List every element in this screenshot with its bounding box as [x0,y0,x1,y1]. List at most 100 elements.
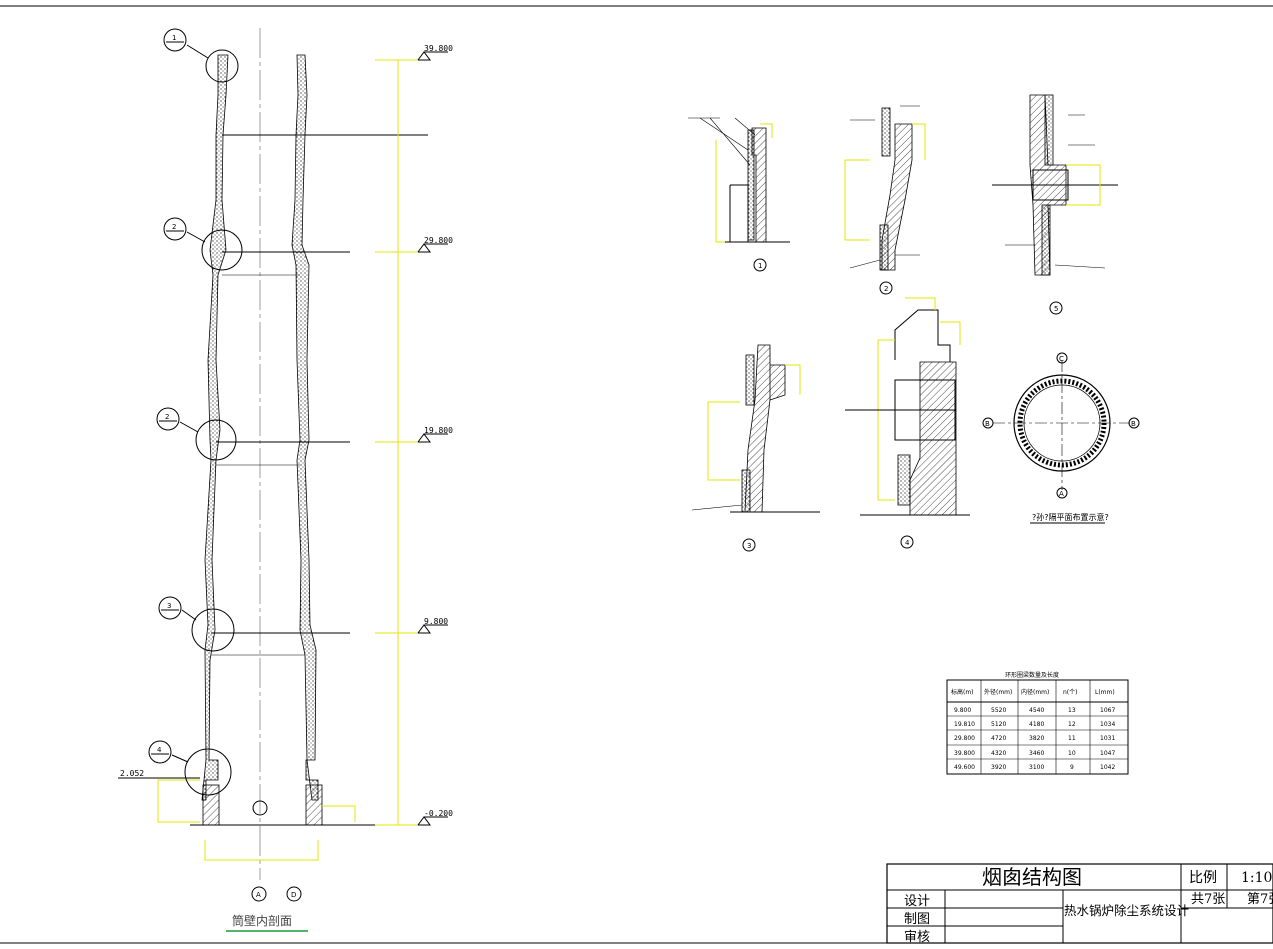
detail-3-lining-bottom [741,469,751,513]
table-cell: 1047 [1100,750,1115,757]
table-row: 29.800 4720 3820 11 1031 [954,735,1115,742]
elev-symbol-1 [417,51,431,61]
detail-3-step [769,364,786,401]
detail-1: 1 [688,117,790,272]
plan-axis-label-b-right: B [1131,420,1136,428]
table-cell: 1034 [1100,721,1115,728]
table-row: 19.810 5120 4180 12 1034 [954,721,1115,728]
elevation-29800: 29.800 [424,236,453,245]
chimney-section: 39.800 29.800 19.800 9.800 -0.200 2.052 [118,28,453,932]
detail-1-leader-b [709,117,751,166]
plan-axis-label-a: A [1059,490,1064,498]
detail-3-number: 3 [747,542,751,550]
elev-symbol-3 [417,433,431,443]
detail-4-number: 4 [905,539,910,547]
elev-symbol-5 [417,816,431,826]
table-title: 环形圈梁数量及长度 [1005,671,1059,679]
axis-label-a: A [256,891,261,899]
drawing-title: 烟囱结构图 [982,865,1082,889]
table-header: L(mm) [1095,689,1115,696]
plan-axis-bubble-b-right [1128,417,1140,429]
callout-label-2: 2 [172,223,176,231]
callout-leader-2 [186,231,206,243]
detail-1-leader-c [734,117,756,136]
callout-bubble-2 [163,217,187,241]
detail-4-foundation [909,361,957,516]
role-review: 审核 [904,930,930,945]
detail-1-dim [715,140,730,243]
table-cell: 29.800 [954,735,975,742]
table-cell: 3460 [1029,750,1044,757]
axis-bubble-a [251,886,267,902]
table-cell: 12 [1068,721,1076,728]
table-cell: 10 [1068,750,1076,757]
elevation-minus0200: -0.200 [424,809,453,818]
plan-axis-label-b-left: B [985,420,990,428]
detail-2-bubble [879,281,893,295]
table-cell: 49.600 [954,764,975,771]
plan-outer-ring [1013,374,1111,472]
left-wall [201,54,229,801]
foundation-left [202,784,220,826]
detail-3-leader [691,504,743,511]
table-cell: 4720 [991,735,1006,742]
detail-5-dim [1066,164,1101,206]
table-cell: 3100 [1029,764,1044,771]
detail-2-lining-top [881,107,891,157]
right-wall [291,54,319,801]
scale-label: 比例 [1189,870,1217,886]
detail-4-dim-left [877,339,895,501]
detail-4-dim-top [905,297,936,310]
detail-1-platform [729,184,749,243]
detail-4-top [894,309,951,362]
callout-bubble-3 [156,407,180,431]
detail-3-lining-top [745,354,755,406]
sheet-number: 第7张 [1247,892,1273,907]
elevation-39800: 39.800 [424,44,453,53]
elevation-19800: 19.800 [424,426,453,435]
detail-2-lining-bottom [879,224,889,271]
detail-circle-5 [184,748,232,796]
table-header: 外径(mm) [984,688,1012,696]
table-cell: 1031 [1100,735,1115,742]
table-cell: 3920 [991,764,1006,771]
detail-2-leader-c [849,259,881,269]
detail-2-dim-left [844,159,870,241]
detail-3-bubble [742,538,756,552]
foundation-right [305,784,323,826]
table-cell: 5520 [991,707,1006,714]
detail-3-dim-right [785,364,801,395]
detail-2-wall [881,123,913,271]
table-cell: 4320 [991,750,1006,757]
table-cell: 19.810 [954,721,975,728]
detail-5-number: 5 [1054,305,1058,313]
elevation-markers: 39.800 29.800 19.800 9.800 -0.200 2.052 [118,44,453,826]
detail-4: 4 [845,297,970,549]
project-name: 热水锅炉除尘系统设计 [1064,903,1189,918]
detail-circle-3 [195,419,237,461]
plan-axis-bubble-a [1056,487,1068,499]
table-cell: 5120 [991,721,1006,728]
table-cell: 13 [1068,707,1076,714]
plan-lining-ring [1017,378,1107,468]
table-row: 49.600 3920 3100 9 1042 [954,764,1115,771]
table-cell: 9 [1070,764,1074,771]
detail-2-number: 2 [884,285,888,293]
table-header: 内径(mm) [1021,688,1049,696]
plan-axis-bubble-c [1056,352,1068,364]
table-header: 标高(m) [951,688,974,696]
callout-label-4: 3 [167,602,171,610]
table-frame [946,679,1129,775]
detail-1-lining [747,129,755,241]
elev-symbol-2 [417,243,431,253]
table-header: n(个) [1063,689,1078,696]
detail-5-lining-bottom [1041,204,1051,276]
role-drafting: 制图 [904,912,930,927]
detail-circle-2 [201,229,243,271]
side-elevation: 2.052 [120,769,144,778]
plan-axis-label-c: C [1059,355,1064,363]
plan-axis-bubble-b-left [982,417,994,429]
detail-1-bubble [753,258,767,272]
table-cell: 1067 [1100,707,1115,714]
plan-view: C B B A ?孙?隔平面布置示意? [982,352,1140,524]
